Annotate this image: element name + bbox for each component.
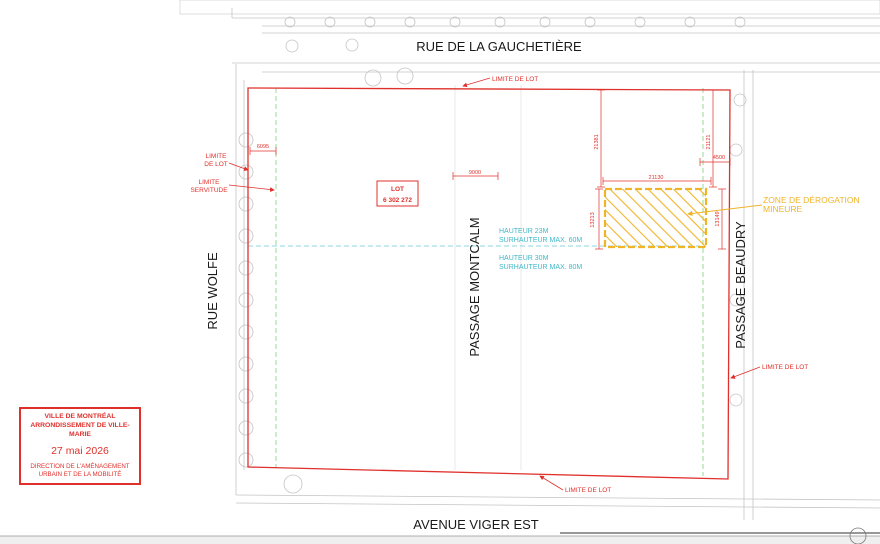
zone-label-2: MINEURE — [763, 204, 803, 214]
stamp-date: 27 mai 2026 — [51, 445, 109, 457]
stamp-line-2: ARRONDISSEMENT DE VILLE-MARIE — [30, 422, 130, 438]
street-top: RUE DE LA GAUCHETIÈRE — [416, 39, 582, 54]
stamp-line-1: VILLE DE MONTRÉAL — [44, 413, 116, 420]
street-bottom: AVENUE VIGER EST — [413, 517, 539, 532]
height-a-label-2: SURHAUTEUR MAX. 60M — [499, 237, 582, 244]
dim-21121: 21121 — [706, 135, 712, 150]
dim-9000: 9000 — [469, 170, 481, 176]
servitude-label-2: SERVITUDE — [190, 187, 228, 194]
lot-limit-top-label: LIMITE DE LOT — [492, 76, 538, 83]
height-a-label-1: HAUTEUR 23M — [499, 228, 549, 235]
stamp-line-3: DIRECTION DE L'AMÉNAGEMENT — [30, 463, 130, 470]
lot-limit-bottom-label: LIMITE DE LOT — [565, 487, 611, 494]
dimension-lines — [249, 89, 731, 250]
zone-label-1: ZONE DE DÉROGATION — [763, 195, 860, 205]
dim-4500: 4500 — [713, 155, 725, 161]
dim-21381: 21381 — [594, 134, 600, 149]
passage-middle: PASSAGE MONTCALM — [467, 217, 482, 356]
lot-limit-right-label: LIMITE DE LOT — [762, 364, 808, 371]
lot-title: LOT — [391, 186, 404, 193]
lot-boundary — [247, 87, 731, 480]
passage-right: PASSAGE BEAUDRY — [733, 221, 748, 349]
street-left: RUE WOLFE — [205, 252, 220, 330]
zone-leader — [687, 204, 763, 217]
lot-limit-left-label-1: LIMITE — [206, 153, 228, 160]
dim-13213: 13213 — [590, 212, 596, 227]
lot-label-box — [376, 180, 419, 207]
dim-6095: 6095 — [257, 144, 269, 150]
dim-21130: 21130 — [649, 175, 664, 181]
height-b-label-1: HAUTEUR 30M — [499, 255, 549, 262]
stamp-line-4: URBAIN ET DE LA MOBILITÉ — [38, 471, 122, 478]
height-b-label-2: SURHAUTEUR MAX. 80M — [499, 264, 582, 271]
derogation-zone — [603, 187, 708, 249]
dim-13149: 13149 — [715, 211, 721, 226]
servitude-lines — [275, 88, 704, 476]
lot-number: 6 302 272 — [383, 197, 412, 204]
lot-limit-left-label-2: DE LOT — [204, 161, 228, 168]
servitude-label-1: LIMITE — [199, 179, 221, 186]
leader-arrows — [228, 77, 761, 491]
approval-stamp: VILLE DE MONTRÉAL ARRONDISSEMENT DE VILL… — [19, 407, 141, 485]
